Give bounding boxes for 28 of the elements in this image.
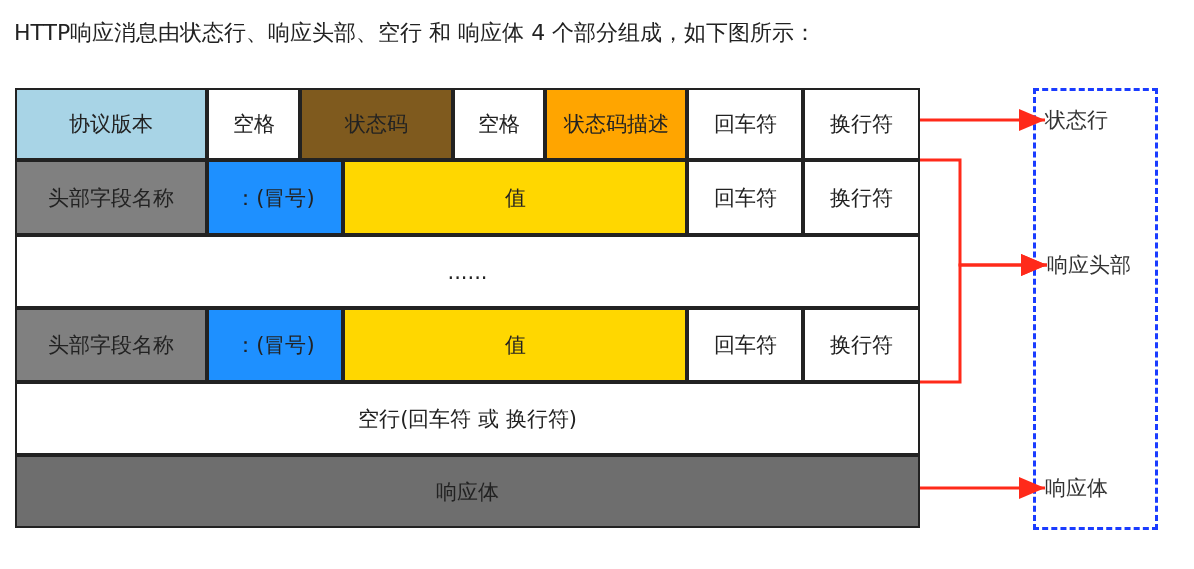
table-cell: 状态码	[300, 88, 453, 160]
table-cell: ：(冒号)	[207, 160, 343, 235]
table-cell: 响应体	[15, 455, 920, 528]
arrow	[920, 254, 1047, 384]
table-cell: 回车符	[687, 308, 803, 382]
table-cell: 值	[343, 160, 687, 235]
table-cell: 状态码描述	[545, 88, 687, 160]
table-cell: 换行符	[803, 308, 920, 382]
table-cell: 头部字段名称	[15, 160, 207, 235]
section-label: 响应头部	[1047, 251, 1131, 279]
dash-dot-frame	[1033, 88, 1158, 530]
arrow	[920, 109, 1045, 131]
table-cell: 回车符	[687, 88, 803, 160]
table-cell: ......	[15, 235, 920, 308]
table-cell: ：(冒号)	[207, 308, 343, 382]
table-cell: 空格	[453, 88, 545, 160]
table-cell: 换行符	[803, 88, 920, 160]
table-cell: 协议版本	[15, 88, 207, 160]
section-label: 响应体	[1045, 474, 1108, 502]
table-cell: 值	[343, 308, 687, 382]
table-cell: 空行(回车符 或 换行符)	[15, 382, 920, 455]
table-cell: 头部字段名称	[15, 308, 207, 382]
table-cell: 回车符	[687, 160, 803, 235]
arrow	[920, 477, 1045, 499]
title: HTTP响应消息由状态行、响应头部、空行 和 响应体 4 个部分组成，如下图所示：	[14, 19, 817, 47]
section-label: 状态行	[1045, 106, 1108, 134]
table-cell: 空格	[207, 88, 300, 160]
table-cell: 换行符	[803, 160, 920, 235]
